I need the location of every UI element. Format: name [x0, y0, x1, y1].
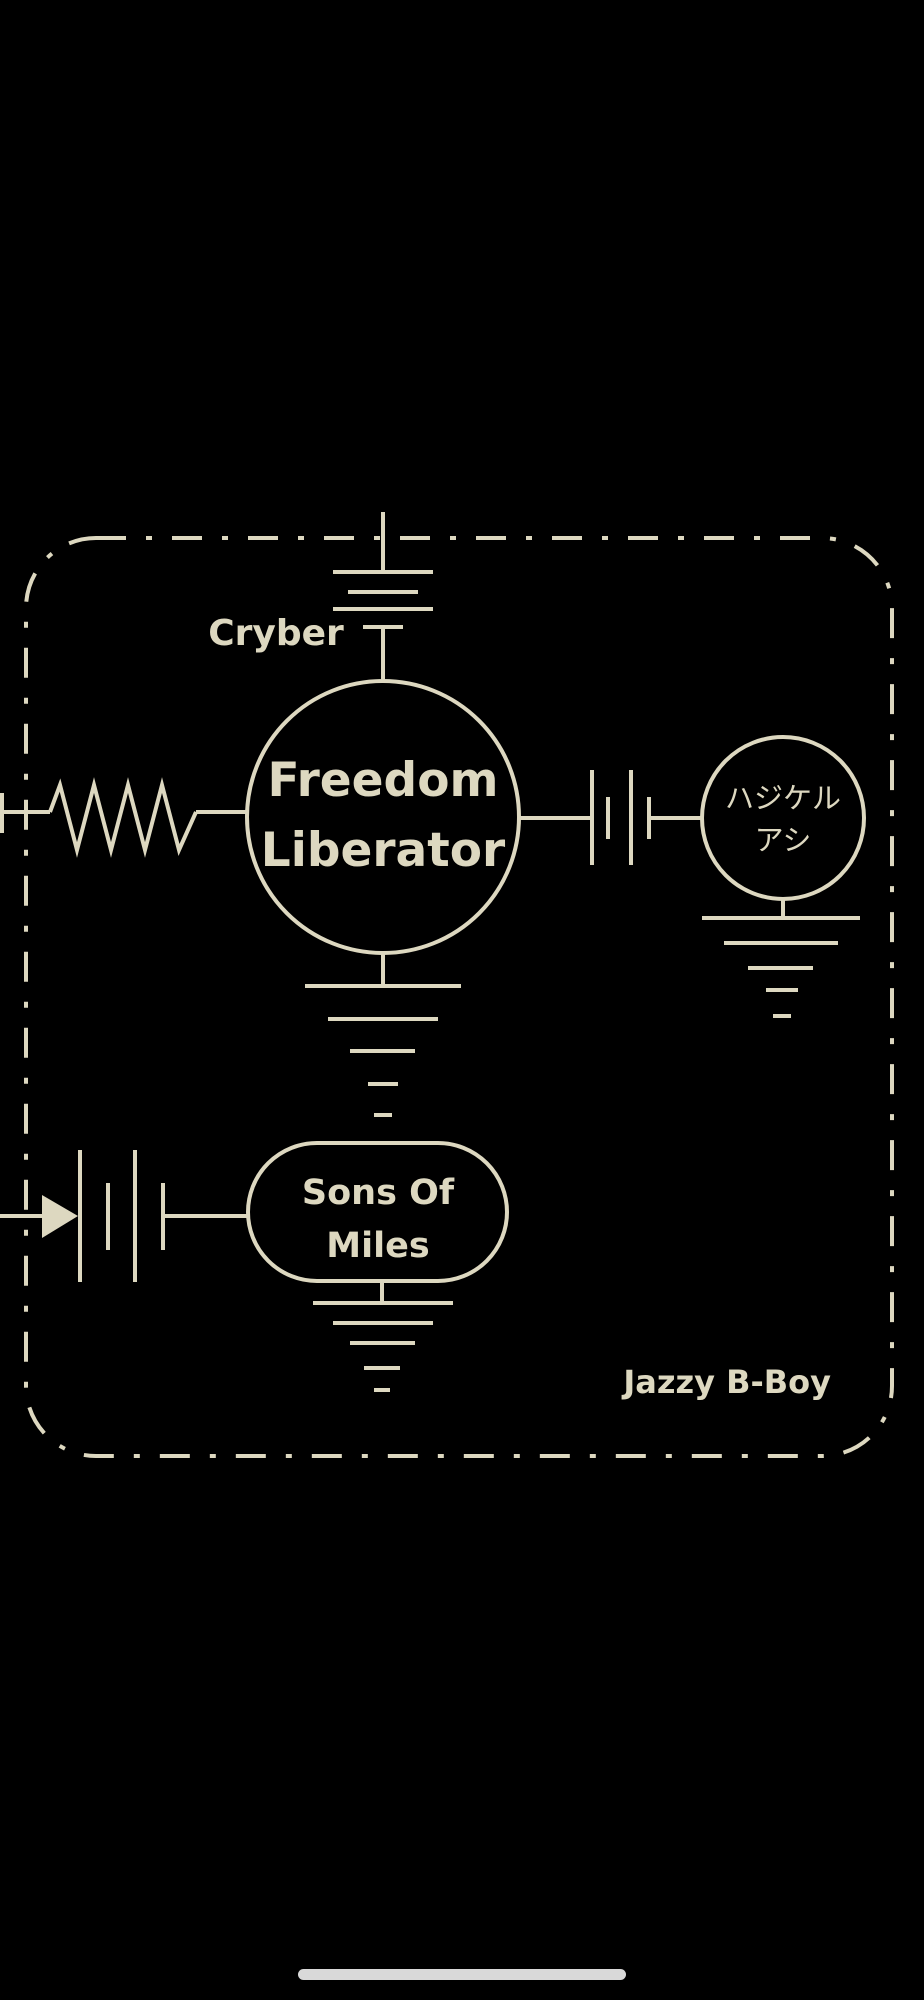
- sons-label-line1: Sons Of: [302, 1173, 455, 1213]
- hajikeru-label-line1: ハジケル: [725, 781, 841, 815]
- sons-of-miles-pill: [246, 1141, 509, 1283]
- right-battery-symbol: [519, 770, 702, 865]
- dash-dot-frame: [24, 536, 894, 1458]
- top-ground-symbol: [333, 512, 433, 680]
- freedom-ground-symbol: [305, 953, 461, 1117]
- diode-battery-symbol: [0, 1150, 248, 1282]
- home-indicator[interactable]: [298, 1969, 626, 1980]
- cryber-label: Cryber: [208, 613, 344, 654]
- hajikeru-ground-symbol: [702, 899, 860, 1018]
- sons-label-line2: Miles: [326, 1226, 429, 1266]
- jazzy-label: Jazzy B-Boy: [621, 1363, 831, 1401]
- resistor-symbol: [0, 777, 247, 858]
- hajikeru-label-line2: アシ: [755, 823, 812, 857]
- freedom-label-line1: Freedom: [268, 753, 499, 808]
- hajikeru-ashi-circle: [700, 735, 866, 901]
- diagram-lines: [0, 512, 894, 1458]
- sons-ground-symbol: [313, 1281, 453, 1392]
- freedom-label-line2: Liberator: [261, 823, 506, 878]
- freedom-liberator-circle: [245, 679, 521, 955]
- diagram-labels: Cryber Freedom Liberator ハジケル アシ Sons Of…: [208, 613, 841, 1401]
